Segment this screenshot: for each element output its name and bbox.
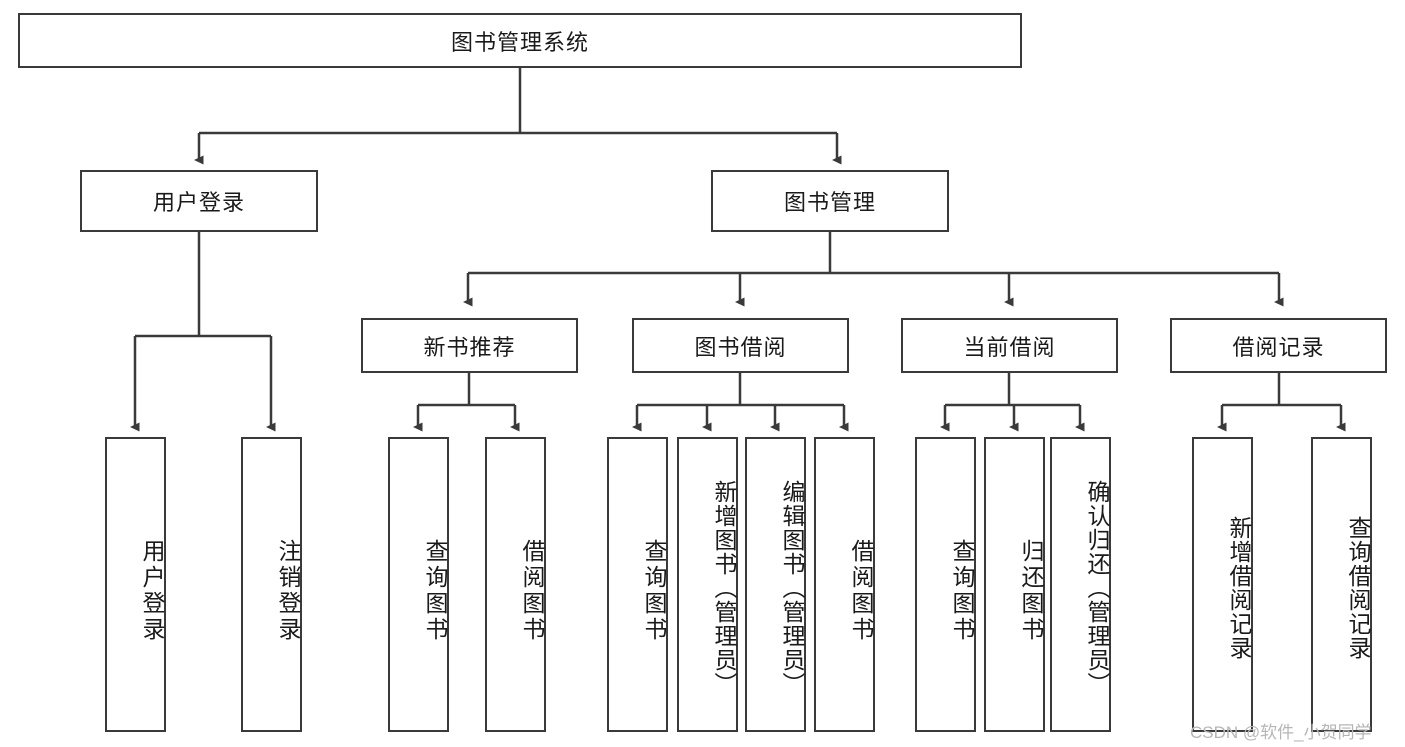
leaf-query-borrow-record[interactable]: 查询借阅记录 (1311, 437, 1372, 732)
node-label: 借阅记录 (1232, 334, 1325, 360)
node-label: 用户登录 (139, 538, 165, 643)
leaf-logout[interactable]: 注销登录 (241, 437, 302, 732)
node-label: 图书借阅 (694, 334, 787, 360)
leaf-add-book-admin[interactable]: 新增图书（管理员） (677, 437, 738, 732)
node-root-system[interactable]: 图书管理系统 (18, 13, 1022, 68)
node-label: 查询图书 (641, 538, 667, 643)
node-book-borrow[interactable]: 图书借阅 (632, 318, 849, 373)
node-label: 图书管理 (783, 190, 876, 215)
leaf-return-book[interactable]: 归还图书 (984, 437, 1045, 732)
node-label: 查询借阅记录 (1345, 515, 1371, 660)
leaf-borrow-book-recommend[interactable]: 借阅图书 (485, 437, 546, 732)
node-label: 确认归还（管理员） (1084, 479, 1110, 696)
leaf-confirm-return-admin[interactable]: 确认归还（管理员） (1050, 437, 1111, 732)
node-label: 注销登录 (275, 538, 301, 643)
node-current-borrow[interactable]: 当前借阅 (901, 318, 1118, 373)
node-label: 查询图书 (422, 538, 448, 643)
node-label: 借阅图书 (519, 538, 545, 643)
leaf-query-book-current[interactable]: 查询图书 (915, 437, 976, 732)
node-label: 编辑图书（管理员） (779, 479, 805, 696)
leaf-query-book-recommend[interactable]: 查询图书 (388, 437, 449, 732)
node-book-management[interactable]: 图书管理 (711, 170, 949, 232)
node-label: 归还图书 (1018, 538, 1044, 643)
node-label: 图书管理系统 (450, 29, 589, 55)
node-user-login[interactable]: 用户登录 (80, 170, 318, 232)
leaf-query-book-borrow[interactable]: 查询图书 (607, 437, 668, 732)
node-new-book-recommend[interactable]: 新书推荐 (361, 318, 578, 373)
leaf-add-borrow-record[interactable]: 新增借阅记录 (1192, 437, 1253, 732)
leaf-user-login[interactable]: 用户登录 (105, 437, 166, 732)
watermark-text: CSDN @软件_小贺同学 (1190, 723, 1372, 742)
leaf-edit-book-admin[interactable]: 编辑图书（管理员） (745, 437, 806, 732)
node-label: 新增图书（管理员） (711, 479, 737, 696)
leaf-borrow-book[interactable]: 借阅图书 (814, 437, 875, 732)
node-label: 新书推荐 (423, 334, 516, 360)
node-label: 新增借阅记录 (1226, 515, 1252, 660)
node-label: 查询图书 (949, 538, 975, 643)
watermark: CSDN @软件_小贺同学 (1190, 718, 1372, 743)
node-label: 借阅图书 (848, 538, 874, 643)
node-label: 当前借阅 (963, 334, 1056, 360)
node-label: 用户登录 (152, 190, 245, 215)
node-borrow-record[interactable]: 借阅记录 (1170, 318, 1387, 373)
